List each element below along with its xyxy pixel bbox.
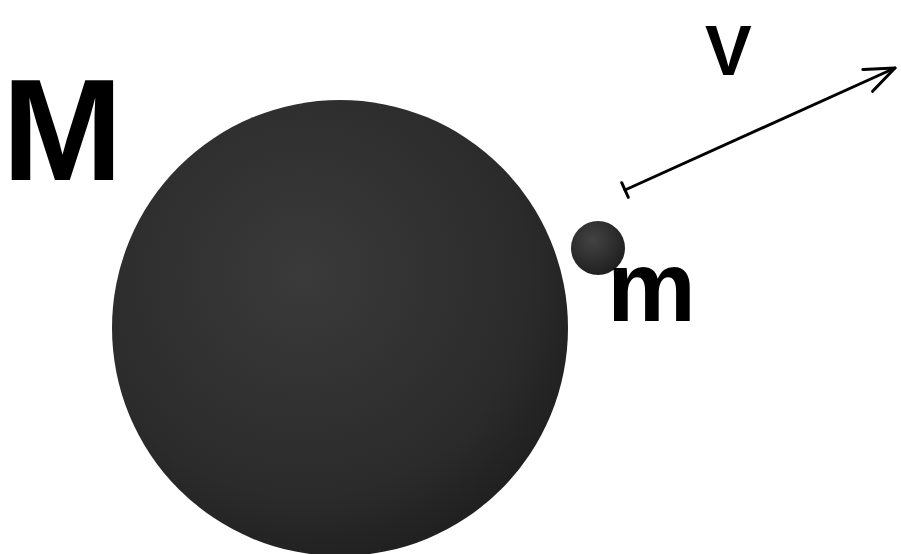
velocity-label: V [705,16,752,86]
mass-label: m [607,236,696,336]
large-sphere [112,100,568,554]
mass-label: M [2,58,123,203]
velocity-arrow [622,68,895,197]
